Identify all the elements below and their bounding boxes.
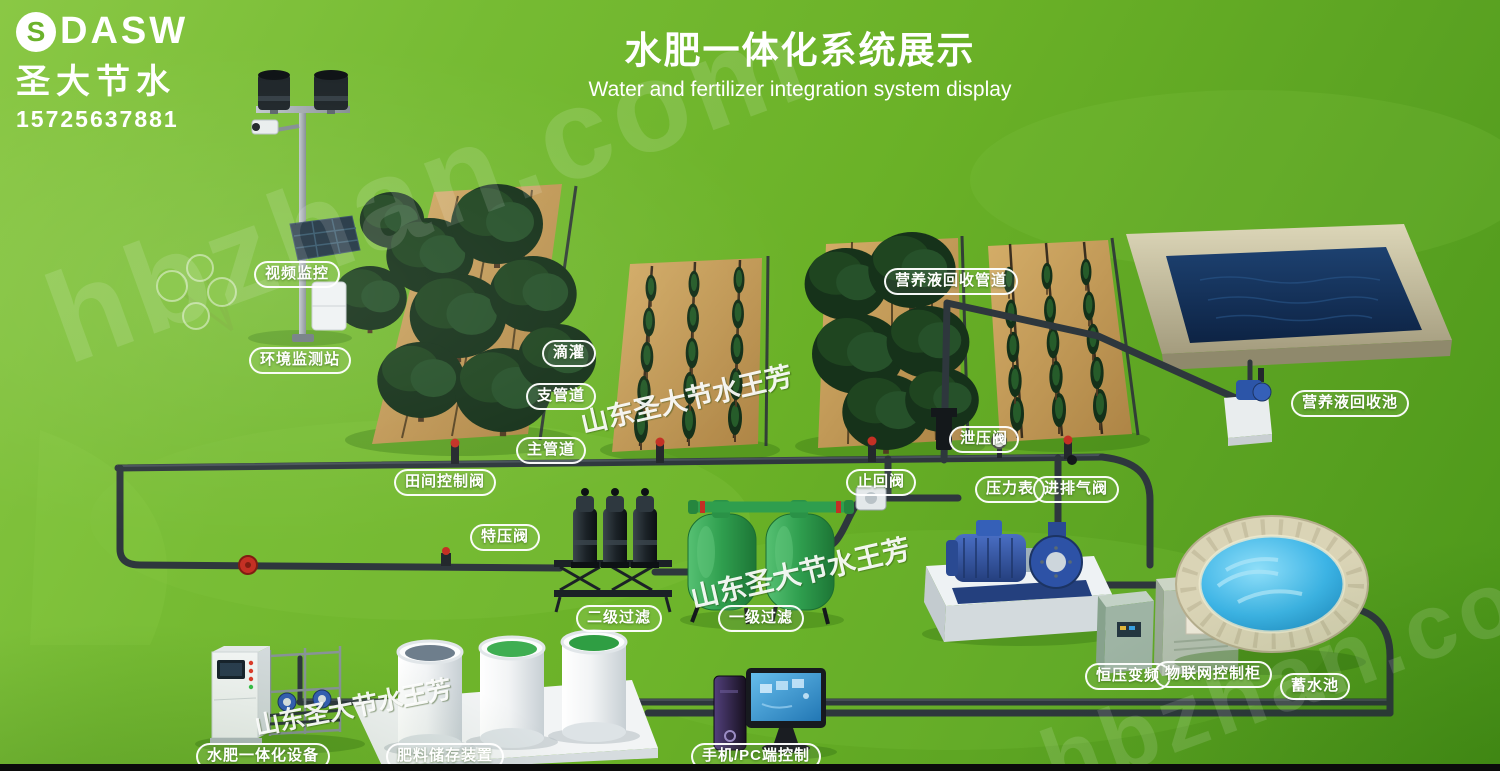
label-pressure-relief-valve: 泄压阀 bbox=[949, 426, 1020, 453]
ground-plant bbox=[156, 254, 237, 332]
fertigation-machine bbox=[195, 646, 365, 754]
page-subtitle: Water and fertilizer integration system … bbox=[588, 78, 1012, 101]
camera bbox=[251, 119, 300, 135]
page-title: 水肥一体化系统展示 bbox=[624, 30, 976, 71]
label-check-valve: 止回阀 bbox=[846, 469, 917, 496]
label-constant-pressure-vfd: 恒压变频 bbox=[1085, 663, 1172, 690]
label-air-intake-exhaust-valve: 进排气阀 bbox=[1033, 476, 1120, 503]
label-secondary-filter: 二级过滤 bbox=[576, 605, 663, 632]
label-iot-control-cabinet: 物联网控制柜 bbox=[1154, 661, 1273, 688]
relief-valve bbox=[931, 408, 957, 450]
disc-filter-unit bbox=[554, 488, 672, 613]
small-valve bbox=[441, 547, 451, 566]
brand-block: S DASW 圣大节水 15725637881 bbox=[16, 10, 188, 133]
label-field-control-valve: 田间控制阀 bbox=[394, 469, 497, 496]
solar-panel bbox=[289, 215, 361, 261]
label-nutrient-recovery-pool: 营养液回收池 bbox=[1291, 390, 1410, 417]
label-primary-filter: 一级过滤 bbox=[718, 605, 805, 632]
label-storage-pool: 蓄水池 bbox=[1280, 673, 1351, 700]
label-video-monitoring: 视频监控 bbox=[254, 261, 341, 288]
header: 水肥一体化系统展示 Water and fertilizer integrati… bbox=[500, 20, 1100, 102]
label-env-monitoring-station: 环境监测站 bbox=[249, 347, 352, 374]
label-nutrient-recovery-pipe: 营养液回收管道 bbox=[884, 268, 1019, 295]
brand-company-name: 圣大节水 bbox=[16, 63, 176, 101]
monitoring-station bbox=[156, 70, 361, 346]
brand-phone-number: 15725637881 bbox=[16, 106, 179, 132]
desktop-pc bbox=[713, 668, 837, 760]
label-branch-pipe: 支管道 bbox=[526, 383, 597, 410]
label-special-pressure-valve: 特压阀 bbox=[470, 524, 541, 551]
sensor-cylinders bbox=[258, 70, 348, 110]
fertilizer-tanks bbox=[352, 629, 658, 771]
air-valve-device bbox=[1067, 455, 1077, 465]
label-main-pipe: 主管道 bbox=[516, 437, 587, 464]
storage-pool-3d bbox=[1174, 515, 1369, 675]
bottom-bar bbox=[0, 764, 1500, 771]
vfd-cabinet bbox=[1096, 591, 1154, 674]
main-pipe-run bbox=[114, 453, 1106, 472]
pump-unit bbox=[922, 520, 1118, 646]
recovery-reservoir bbox=[1126, 224, 1452, 370]
recovery-pump bbox=[1224, 368, 1272, 446]
brand-logo-icon: S bbox=[16, 11, 56, 52]
left-loop-pipe bbox=[116, 464, 564, 572]
wheel-valve bbox=[238, 555, 258, 575]
label-drip-irrigation: 滴灌 bbox=[542, 340, 597, 367]
brand-logo-text: DASW bbox=[60, 10, 189, 52]
recovery-pipe-run bbox=[940, 299, 1244, 464]
